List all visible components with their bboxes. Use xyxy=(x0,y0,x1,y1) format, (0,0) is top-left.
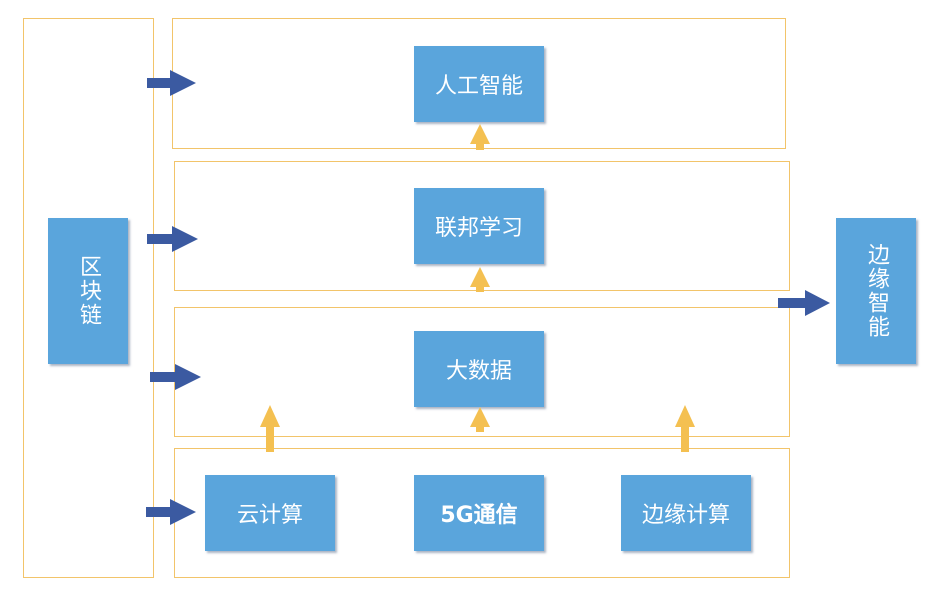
cloud-computing-box: 云计算 xyxy=(205,475,335,551)
edge-computing-box: 边缘计算 xyxy=(621,475,751,551)
big-data-box: 大数据 xyxy=(414,331,544,407)
edge-intelligence-box: 边缘智能 xyxy=(836,218,916,364)
ai-box: 人工智能 xyxy=(414,46,544,122)
5g-communication-box: 5G通信 xyxy=(414,475,544,551)
blockchain-box: 区块链 xyxy=(48,218,128,364)
federated-learning-box: 联邦学习 xyxy=(414,188,544,264)
blockchain-frame xyxy=(23,18,154,578)
